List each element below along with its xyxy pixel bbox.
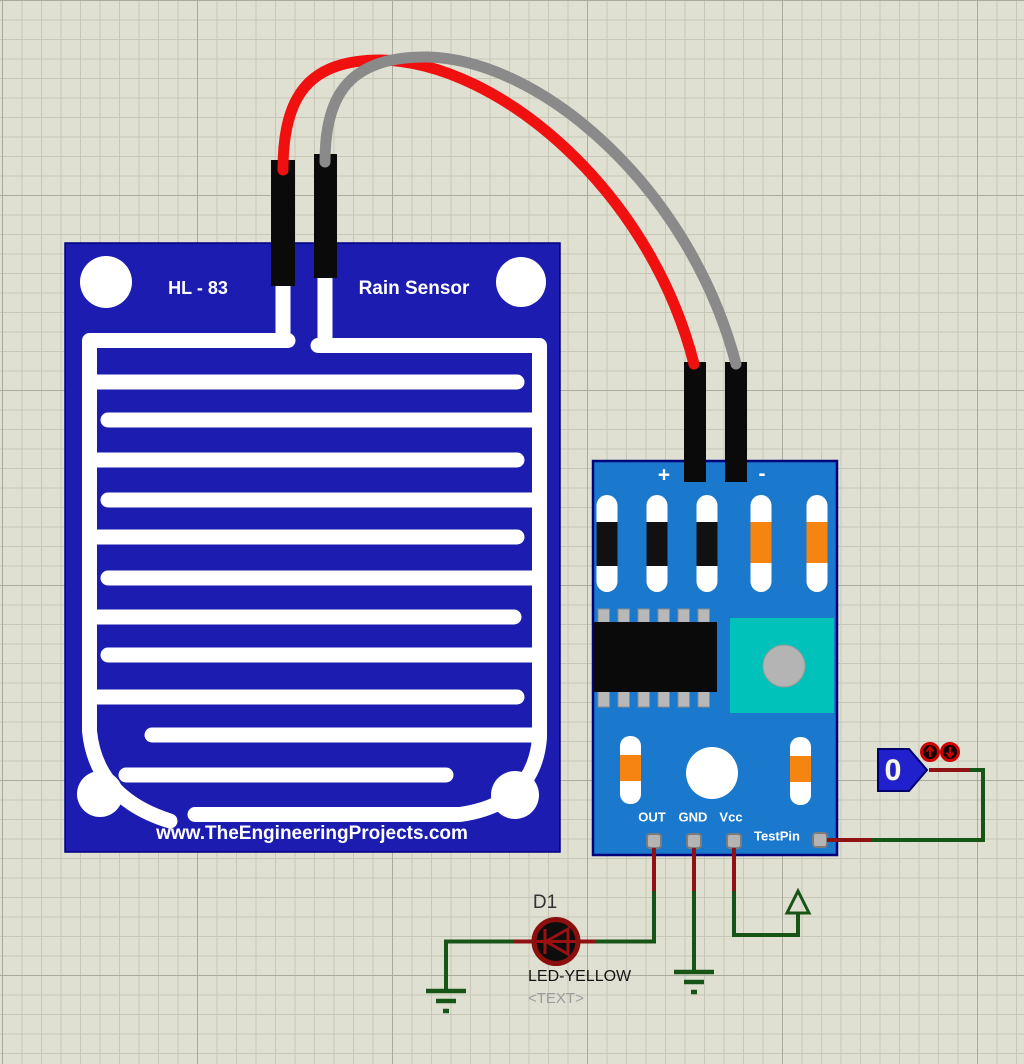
module-plus-label: + (658, 464, 670, 487)
rain-sensor-model-label: HL - 83 (168, 278, 228, 298)
wire-vcc-to-power[interactable] (732, 891, 800, 937)
module-pin-negative[interactable] (725, 362, 747, 482)
wire-out-to-led[interactable] (596, 891, 656, 944)
sensor-module-board[interactable]: + - (591, 362, 839, 857)
arrow-up-icon (925, 745, 935, 757)
wire-red-positive[interactable] (277, 54, 700, 370)
pad-gnd[interactable] (686, 833, 702, 849)
led-diode-symbol (536, 926, 576, 957)
rain-sensor-pin-left[interactable] (271, 160, 295, 286)
pad-out[interactable] (646, 833, 662, 849)
led-part-label: LED-YELLOW (528, 968, 632, 985)
module-ic-chip (594, 608, 717, 708)
toggle-down-button[interactable] (940, 742, 960, 762)
mount-hole-top-right (496, 257, 546, 307)
ground-symbol-gnd (674, 969, 714, 995)
led-value-label: <TEXT> (528, 990, 584, 1007)
module-diode-1 (596, 495, 618, 592)
wire-gray-negative[interactable] (319, 51, 742, 370)
module-testpin-label: TestPin (754, 828, 800, 843)
arrow-down-icon (945, 747, 955, 759)
led-ref-label: D1 (533, 892, 557, 913)
rain-sensor-website-label: www.TheEngineeringProjects.com (155, 823, 468, 844)
pad-vcc[interactable] (726, 833, 742, 849)
logic-state-toggle[interactable]: 0 (877, 742, 960, 792)
logic-state-value: 0 (885, 754, 902, 787)
module-resistor-4 (790, 737, 811, 805)
pad-testpin[interactable] (812, 832, 828, 848)
module-mount-hole (686, 747, 738, 799)
ground-symbol-led (426, 988, 466, 1014)
module-pin-positive[interactable] (684, 362, 706, 482)
rain-sensor-title-label: Rain Sensor (359, 278, 470, 299)
power-symbol (784, 887, 812, 915)
led-d1[interactable]: D1 LED-YELLOW <TEXT> (528, 892, 632, 1007)
module-gnd-label: GND (679, 809, 708, 824)
module-resistor-1 (750, 495, 772, 592)
mount-hole-top-left (80, 256, 132, 308)
module-minus-label: - (759, 463, 766, 486)
module-out-label: OUT (638, 809, 666, 824)
wire-testpin-to-logicstate[interactable] (871, 768, 985, 842)
module-vcc-label: Vcc (719, 809, 742, 824)
rain-trace-left-electrode (82, 256, 525, 829)
rain-sensor-pin-right[interactable] (314, 154, 337, 278)
module-diode-2 (646, 495, 668, 592)
module-trimpot[interactable] (730, 618, 834, 713)
module-resistor-2 (806, 495, 828, 592)
module-diode-3 (696, 495, 718, 592)
toggle-up-button[interactable] (920, 742, 940, 762)
trimpot-knob[interactable] (762, 644, 806, 688)
logic-state-body[interactable] (877, 748, 929, 792)
rain-trace-right-electrode (100, 250, 547, 822)
rain-sensor-board[interactable]: HL - 83 Rain Sensor www.TheEngineeringPr… (64, 154, 561, 853)
module-resistor-3 (620, 736, 641, 804)
wire-led-to-ground[interactable] (444, 939, 514, 990)
